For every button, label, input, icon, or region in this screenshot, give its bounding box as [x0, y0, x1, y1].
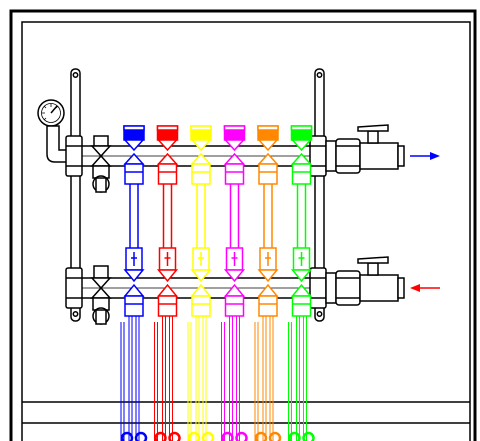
supply-pipe [162, 184, 173, 248]
supply-valve-top [257, 139, 279, 152]
outlet-cap-rim [156, 125, 179, 131]
supply-connector [224, 163, 245, 185]
loop-pipes-outer [254, 322, 259, 441]
return-connector [291, 295, 312, 317]
supply-valve-top [223, 139, 246, 152]
supply-right-endcap [309, 135, 327, 177]
return-connector [124, 295, 144, 317]
supply-connector [157, 163, 178, 185]
supply-vent-drain [90, 135, 112, 193]
supply-left-endcap [65, 135, 83, 177]
return-right-endcap [309, 267, 327, 309]
return-valve-top [123, 269, 145, 283]
loop-pipes [262, 316, 274, 441]
outlet-cap-rim [290, 125, 313, 131]
left-bracket [70, 68, 81, 322]
supply-connector [124, 163, 144, 185]
pipe-end [254, 431, 268, 441]
flow-meter-indicator [198, 252, 204, 266]
outlet-4 [221, 125, 248, 441]
supply-connector [258, 163, 278, 185]
return-ball-valve [325, 256, 405, 306]
supply-valve-top [290, 139, 313, 152]
return-connector [224, 295, 245, 317]
flow-meter-indicator [231, 252, 238, 266]
outlet-cap-rim [257, 125, 279, 131]
loop-pipes-outer [120, 322, 125, 441]
return-valve-top [257, 269, 279, 283]
pipe-end [235, 431, 248, 441]
outlet-5 [254, 125, 282, 441]
pipe-end [187, 431, 201, 441]
pipe-end [268, 431, 282, 441]
pipe-end [120, 431, 134, 441]
pipe-end [168, 431, 181, 441]
outlet-6 [288, 125, 315, 441]
supply-pipe [229, 184, 240, 248]
pipe-end [201, 431, 215, 441]
pipe-end [288, 431, 301, 441]
supply-connector [291, 163, 312, 185]
return-valve-top [290, 269, 313, 283]
loop-pipes-outer [288, 322, 292, 441]
outlet-cap-rim [123, 125, 145, 131]
return-valve-top [156, 269, 179, 283]
supply-valve-top [156, 139, 179, 152]
right-bracket [314, 68, 325, 322]
return-flow-arrow [410, 284, 440, 292]
supply-flow-arrow [410, 152, 440, 160]
outlet-3 [187, 125, 215, 441]
supply-ball-valve [325, 124, 405, 174]
loop-pipes [195, 316, 207, 441]
pipe-end [302, 431, 315, 441]
return-left-endcap [65, 267, 83, 309]
outlet-cap-rim [190, 125, 212, 131]
loop-pipes [128, 316, 140, 441]
outlet-cap-rim [223, 125, 246, 131]
supply-pipe [196, 184, 206, 248]
loop-pipes-outer [221, 322, 225, 441]
supply-valve-top [123, 139, 145, 152]
loop-pipes [296, 316, 307, 441]
pipe-end [154, 431, 167, 441]
pipe-end [221, 431, 234, 441]
outlet-group [120, 125, 315, 441]
supply-pipe [296, 184, 307, 248]
flow-meter-indicator [131, 252, 137, 266]
flow-meter-indicator [298, 252, 305, 266]
return-valve-top [190, 269, 212, 283]
supply-connector [191, 163, 211, 185]
supply-valve-top [190, 139, 212, 152]
cabinet-inner-frame [21, 21, 471, 441]
pipe-end [134, 431, 148, 441]
outlet-2 [154, 125, 181, 441]
pressure-gauge [37, 99, 71, 163]
loop-pipes-outer [154, 322, 158, 441]
outlet-1 [120, 125, 148, 441]
supply-pipe [263, 184, 273, 248]
cabinet [9, 9, 477, 441]
loop-pipes-outer [187, 322, 192, 441]
supply-pipe [129, 184, 139, 248]
return-valve-top [223, 269, 246, 283]
flow-meter-indicator [265, 252, 271, 266]
return-vent-drain [90, 265, 112, 325]
mounting-brackets [70, 68, 325, 322]
loop-pipes [162, 316, 173, 441]
return-connector [258, 295, 278, 317]
loop-pipes [229, 316, 240, 441]
return-connector [157, 295, 178, 317]
flow-meter-indicator [164, 252, 171, 266]
return-connector [191, 295, 211, 317]
cabinet-outer-frame [9, 9, 477, 441]
